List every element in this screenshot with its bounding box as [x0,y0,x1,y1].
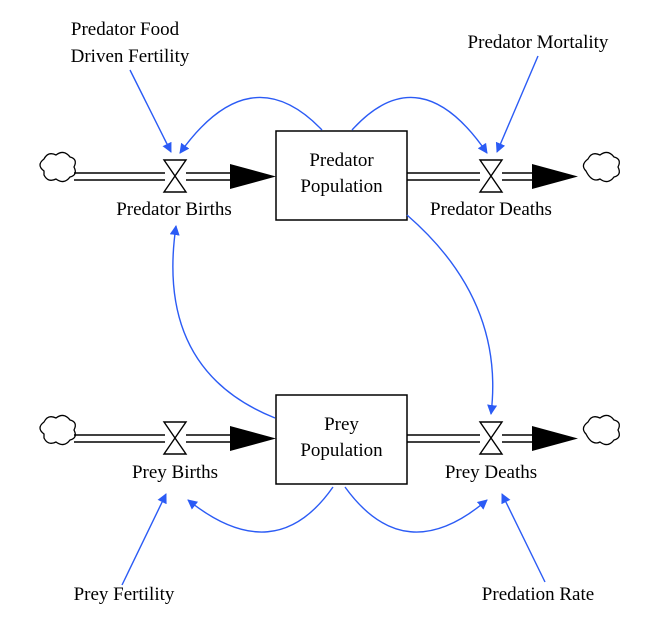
link-prey-population-to-prey-births[interactable] [187,486,334,533]
link-prey-population-to-predator-births[interactable] [169,225,276,419]
prey-births-arrowhead-icon [230,426,276,451]
predator-food-driven-fertility-label-line2: Driven Fertility [71,46,190,67]
predator-population-stock[interactable] [275,130,408,221]
prey-population-label-line1: Prey [324,414,359,435]
predator-flow-pipe [39,151,620,193]
prey-population-stock[interactable] [275,394,408,485]
predator-mortality-label: Predator Mortality [468,32,609,53]
link-mortality-to-predator-deaths[interactable] [495,55,539,153]
link-fertility-to-predator-births[interactable] [129,69,172,153]
prey-flow-pipe [39,414,620,455]
link-predator-population-to-predator-births[interactable] [179,96,323,154]
link-predation-rate-to-prey-deaths[interactable] [501,493,546,583]
predator-food-driven-fertility-label-line1: Predator Food [71,19,180,40]
predator-deaths-label: Predator Deaths [430,199,552,220]
prey-sink-cloud-icon [582,414,620,446]
prey-population-label-line2: Population [300,440,383,461]
predator-sink-cloud-icon [582,151,620,183]
predator-source-cloud-icon [39,151,76,183]
prey-deaths-valve-icon[interactable] [478,421,504,455]
link-predator-population-to-prey-deaths[interactable] [406,214,498,415]
predator-births-valve-icon[interactable] [162,159,188,193]
predator-deaths-valve-icon[interactable] [478,159,504,193]
predator-population-label-line1: Predator [309,150,374,171]
link-prey-population-to-prey-deaths[interactable] [344,486,488,533]
predator-population-label-line2: Population [300,176,383,197]
prey-deaths-arrowhead-icon [532,426,578,451]
link-prey-fertility-to-prey-births[interactable] [121,493,167,586]
predator-births-arrowhead-icon [230,164,276,189]
prey-births-label: Prey Births [132,462,218,483]
predation-rate-label: Predation Rate [482,584,594,605]
prey-deaths-label: Prey Deaths [445,462,537,483]
prey-fertility-label: Prey Fertility [74,584,175,605]
link-predator-population-to-predator-deaths[interactable] [351,96,488,154]
predator-deaths-arrowhead-icon [532,164,578,189]
prey-source-cloud-icon [39,414,76,446]
prey-births-valve-icon[interactable] [162,421,188,455]
predator-births-label: Predator Births [116,199,232,220]
